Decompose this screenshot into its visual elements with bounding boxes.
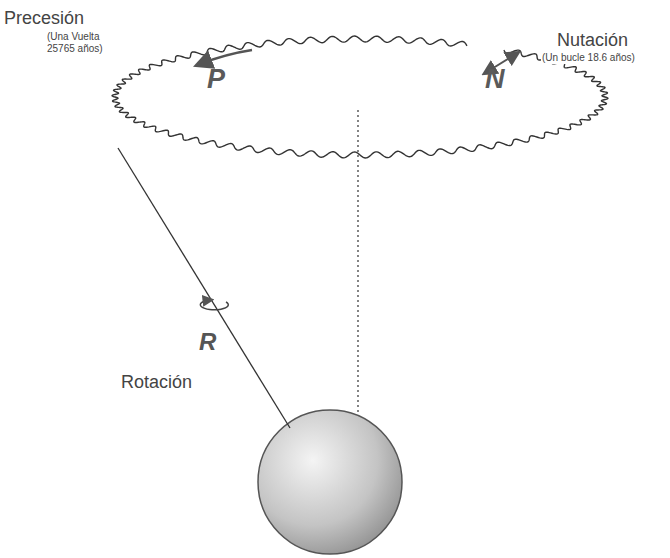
nutation-period: (Un bucle 18.6 años): [541, 52, 636, 64]
earth-sphere: [258, 410, 402, 554]
precession-arrow: [200, 50, 252, 64]
nutation-letter: N: [484, 64, 506, 95]
rotation-letter: R: [198, 328, 217, 356]
rotation-arrow: [200, 300, 228, 310]
precession-letter: P: [206, 64, 226, 95]
precession-period: (Una Vuelta 25765 años): [46, 31, 110, 54]
nutation-wave: [112, 36, 608, 158]
vertical-axis: [357, 110, 358, 458]
precession-label: Precesión: [3, 8, 85, 29]
nutation-label: Nutación: [556, 30, 629, 51]
rotation-label: Rotación: [120, 372, 193, 393]
rotation-axis: [118, 148, 290, 428]
